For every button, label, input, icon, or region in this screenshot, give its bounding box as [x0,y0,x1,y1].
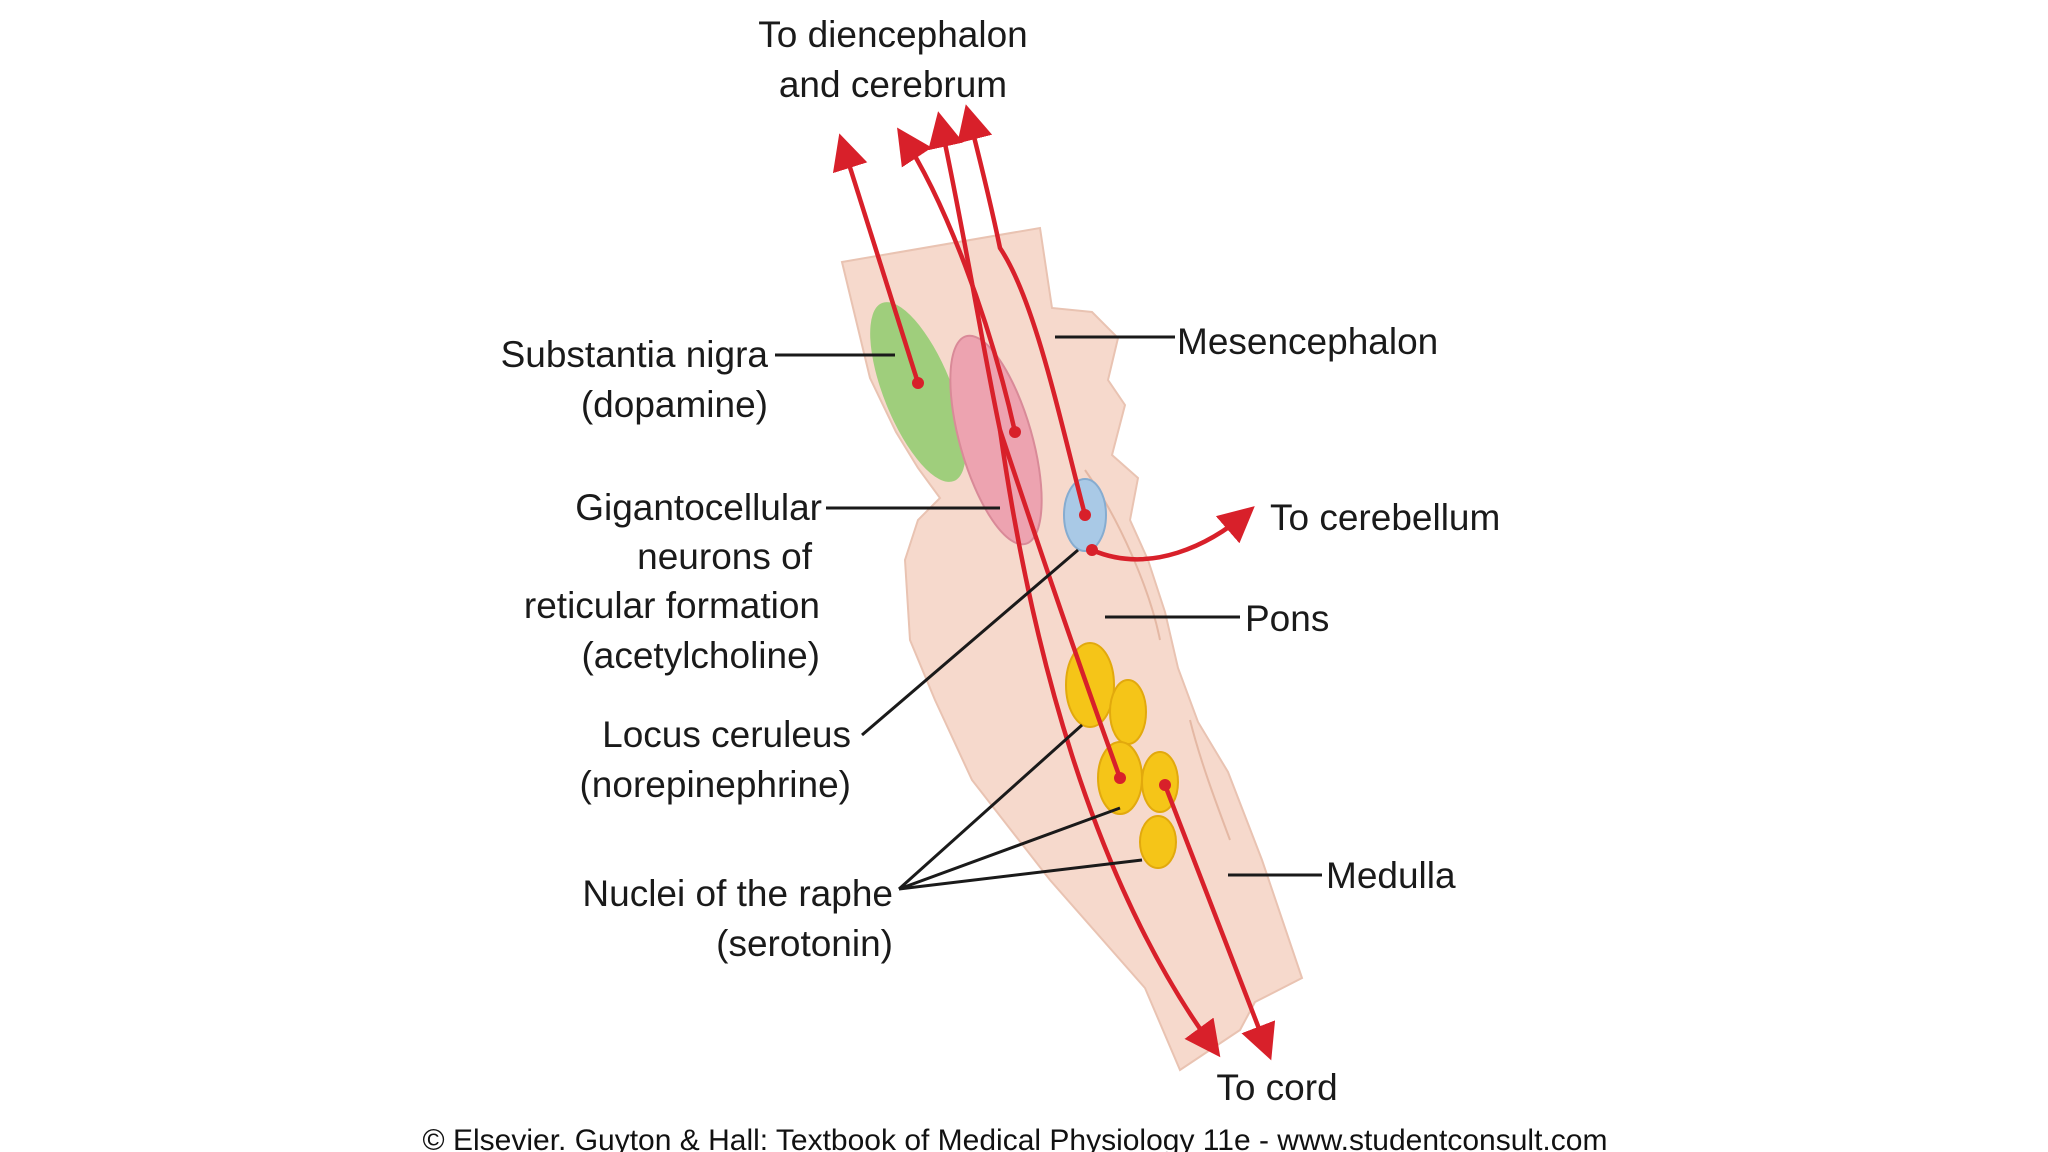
gigantocellular-transmitter: (acetylcholine) [581,635,820,676]
copyright-credit: © Elsevier. Guyton & Hall: Textbook of M… [423,1124,1608,1152]
substantia-nigra-label: Substantia nigra [501,334,769,375]
leader-lines [775,335,1322,891]
descending-tracts [997,429,1276,1061]
cord-label: To cord [1216,1067,1337,1108]
ascending-tracts [832,104,1123,779]
gigantocellular-label-line1: Gigantocellular [575,487,822,528]
cerebellum-label: To cerebellum [1270,497,1500,538]
substantia-nigra-transmitter: (dopamine) [581,384,768,425]
mesencephalon-label: Mesencephalon [1177,321,1438,362]
medulla-contour [1189,719,1231,841]
gigantocellular-label-line2: neurons of [637,536,813,577]
top-label-line2: and cerebrum [779,64,1007,105]
substantia-nigra-nucleus [870,302,966,482]
locus-ceruleus-label: Locus ceruleus [602,714,851,755]
neuron-dots [912,377,1171,791]
top-label-line1: To diencephalon [758,14,1028,55]
pons-label: Pons [1245,598,1329,639]
medulla-label: Medulla [1326,855,1456,896]
gigantocellular-label-line3: reticular formation [524,585,820,626]
locus-ceruleus-transmitter: (norepinephrine) [579,764,851,805]
raphe-label: Nuclei of the raphe [582,873,893,914]
raphe-transmitter: (serotonin) [716,923,893,964]
